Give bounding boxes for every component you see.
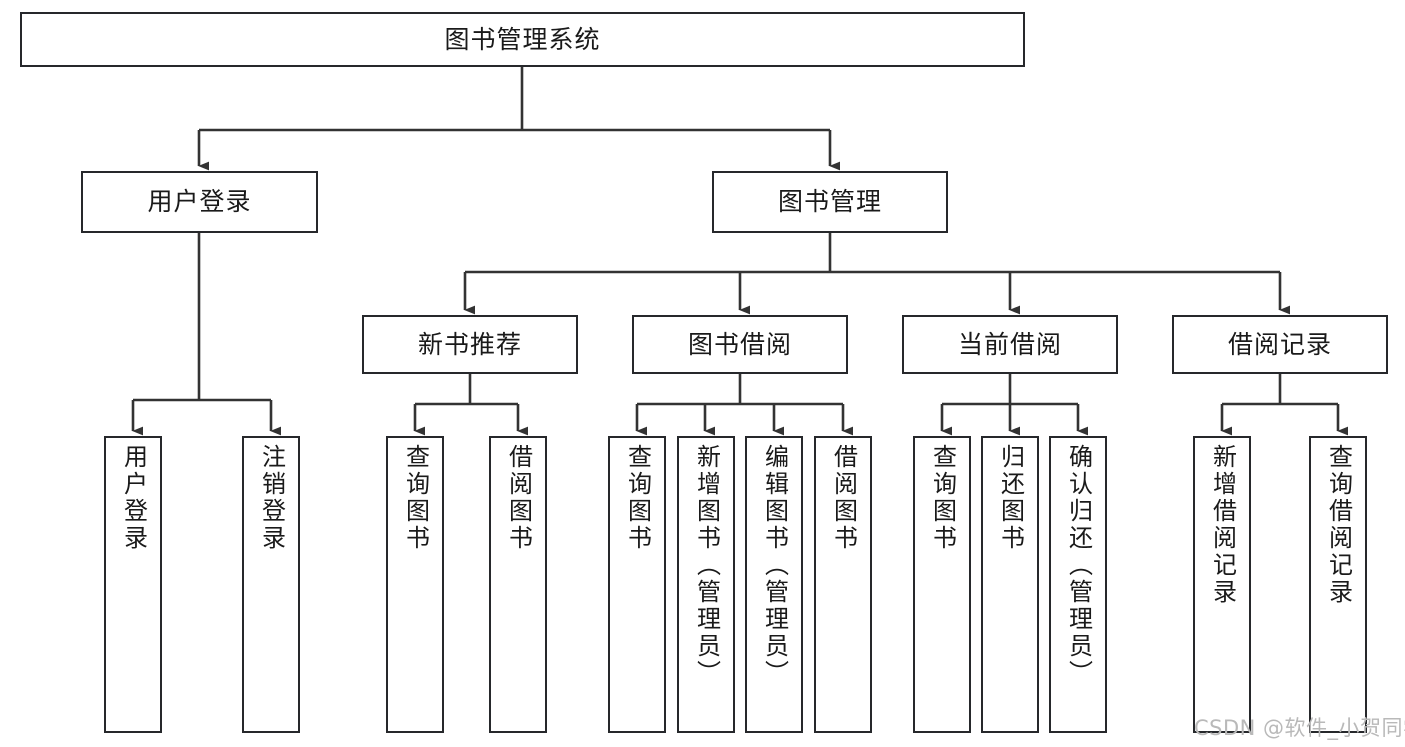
node-borrow-record[interactable]: 借阅记录 xyxy=(1172,315,1388,374)
node-leaf-query-book-borrow: 查询图书 xyxy=(608,436,666,733)
node-leaf-borrow-book-recommend: 借阅图书 xyxy=(489,436,547,733)
node-leaf-query-book-current: 查询图书 xyxy=(913,436,971,733)
node-leaf-logout-login: 注销登录 xyxy=(242,436,300,733)
node-current-borrow[interactable]: 当前借阅 xyxy=(902,315,1118,374)
leaf-label: 归还图书 xyxy=(996,444,1025,552)
leaf-label: 新增借阅记录 xyxy=(1208,444,1237,606)
leaf-label: 查询图书 xyxy=(401,444,430,552)
leaf-label: 查询借阅记录 xyxy=(1324,444,1353,606)
node-leaf-edit-book-admin: 编辑图书（管理员） xyxy=(745,436,803,733)
node-user-login[interactable]: 用户登录 xyxy=(81,171,318,233)
watermark-text: CSDN @软件_小贺同学 xyxy=(1194,716,1405,740)
node-book-manage[interactable]: 图书管理 xyxy=(712,171,948,233)
leaf-label: 编辑图书（管理员） xyxy=(760,444,789,687)
node-leaf-query-borrow-record: 查询借阅记录 xyxy=(1309,436,1367,733)
leaf-label: 查询图书 xyxy=(928,444,957,552)
leaf-label: 确认归还（管理员） xyxy=(1064,444,1093,687)
node-leaf-add-book-admin: 新增图书（管理员） xyxy=(677,436,735,733)
node-leaf-add-borrow-record: 新增借阅记录 xyxy=(1193,436,1251,733)
node-new-book-recommend[interactable]: 新书推荐 xyxy=(362,315,578,374)
leaf-label: 注销登录 xyxy=(257,444,286,552)
node-leaf-return-book: 归还图书 xyxy=(981,436,1039,733)
leaf-label: 借阅图书 xyxy=(504,444,533,552)
node-root-system[interactable]: 图书管理系统 xyxy=(20,12,1025,67)
node-book-borrow[interactable]: 图书借阅 xyxy=(632,315,848,374)
leaf-label: 借阅图书 xyxy=(829,444,858,552)
node-leaf-borrow-book-borrow: 借阅图书 xyxy=(814,436,872,733)
leaf-label: 新增图书（管理员） xyxy=(692,444,721,687)
node-leaf-query-book-recommend: 查询图书 xyxy=(386,436,444,733)
leaf-label: 用户登录 xyxy=(119,444,148,552)
node-leaf-user-login: 用户登录 xyxy=(104,436,162,733)
leaf-label: 查询图书 xyxy=(623,444,652,552)
node-leaf-confirm-return-admin: 确认归还（管理员） xyxy=(1049,436,1107,733)
